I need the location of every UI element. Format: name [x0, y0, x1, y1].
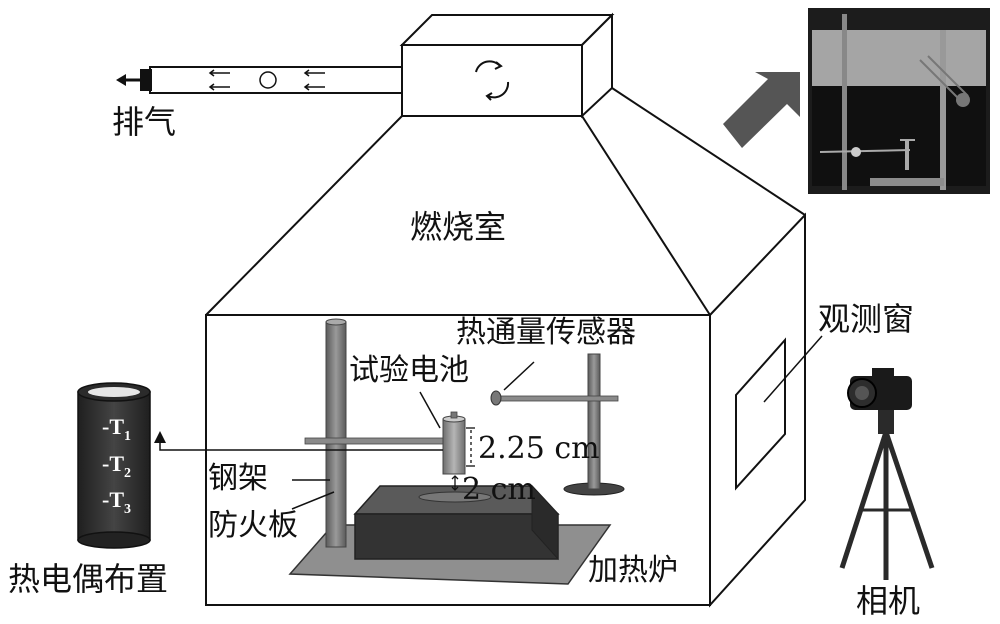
view-arrow-icon	[723, 72, 800, 148]
thermocouple-t2: -T2	[102, 451, 131, 481]
label-heat-flux-sensor: 热通量传感器	[456, 315, 636, 350]
label-dimension-2cm: 2 cm	[462, 472, 536, 507]
label-heating-furnace: 加热炉	[588, 553, 678, 588]
heat-flux-sensor-stand	[499, 353, 625, 496]
label-fireproof-board: 防火板	[208, 508, 298, 543]
dimension-markers	[451, 427, 475, 491]
heat-flux-sensor	[490, 390, 502, 406]
fan-box	[399, 12, 615, 119]
observation-window-leader	[763, 335, 823, 403]
label-leaders	[154, 361, 535, 510]
camera-tripod	[839, 368, 935, 580]
label-exhaust: 排气	[112, 103, 176, 141]
exhaust-flow-arrows-icon	[208, 69, 325, 91]
label-dimension-2-25cm: 2.25 cm	[478, 431, 600, 466]
label-combustion-chamber: 燃烧室	[410, 208, 506, 246]
experiment-photo	[808, 8, 990, 194]
label-steel-frame: 钢架	[208, 461, 268, 496]
label-test-battery: 试验电池	[349, 353, 469, 388]
test-battery	[442, 411, 466, 475]
fan-rotation-icon	[475, 60, 510, 101]
label-thermocouple-layout: 热电偶布置	[8, 560, 168, 598]
label-camera: 相机	[856, 582, 920, 620]
heating-furnace	[353, 484, 560, 561]
observation-window	[735, 337, 786, 491]
label-observation-window: 观测窗	[818, 300, 914, 338]
exhaust-duct	[116, 66, 403, 94]
thermocouple-cylinder: -T1 -T2 -T3	[77, 382, 151, 549]
steel-frame	[304, 318, 446, 548]
thermocouple-t1: -T1	[102, 414, 131, 444]
thermocouple-t3: -T3	[102, 487, 131, 517]
